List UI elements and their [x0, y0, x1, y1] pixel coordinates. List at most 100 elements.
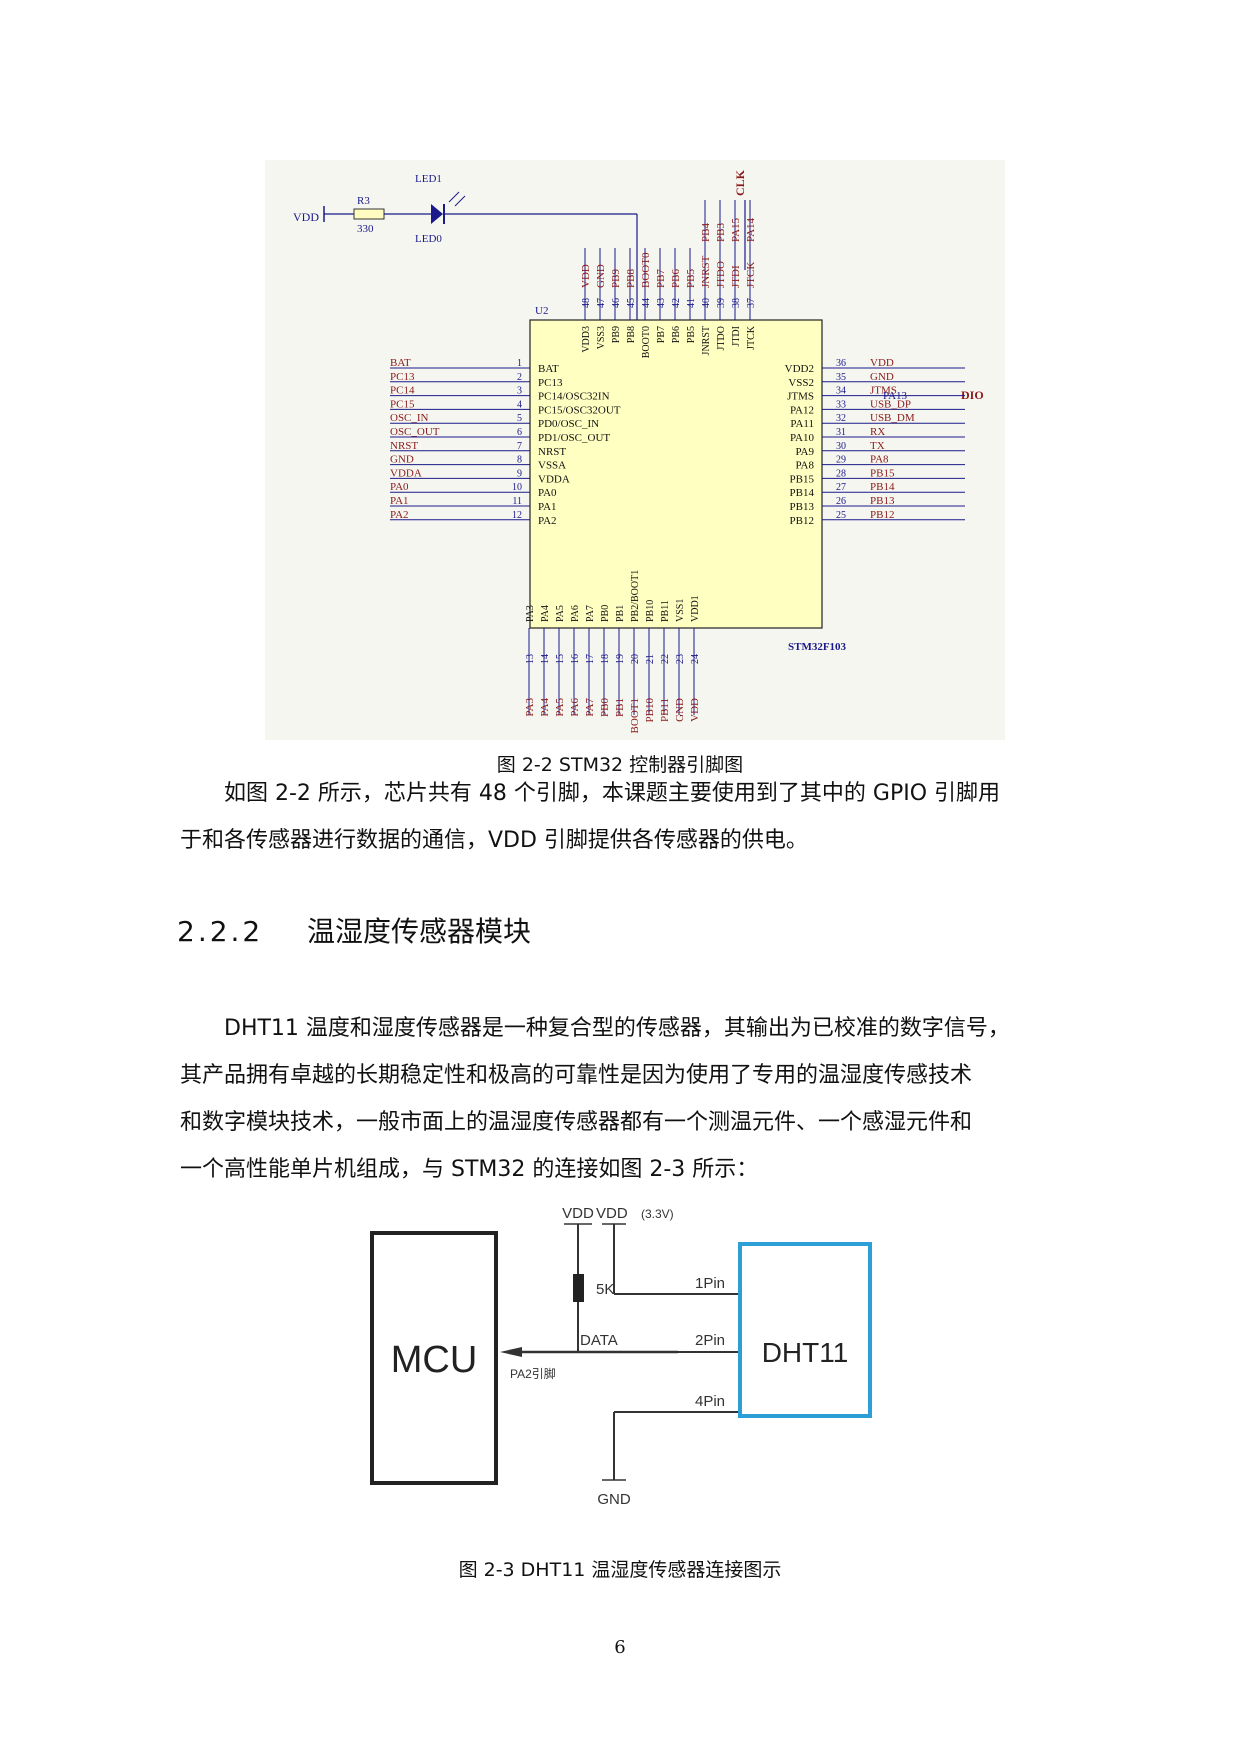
pin-number: 19 — [615, 654, 626, 664]
pin-number: 29 — [836, 455, 846, 466]
pin-name: VDD3 — [581, 326, 592, 353]
net-label: PB15 — [870, 467, 895, 479]
pin-name: PC15/OSC32OUT — [538, 404, 621, 416]
net-label: PB4 — [700, 223, 712, 242]
pin-number: 34 — [836, 386, 846, 397]
resistor-r3 — [353, 208, 385, 220]
pin-name: JTDO — [716, 326, 727, 350]
net-label: OSC_OUT — [390, 426, 440, 438]
pin4-label: 4Pin — [695, 1393, 725, 1410]
net-label: OSC_IN — [390, 412, 429, 424]
net-label: PC15 — [390, 398, 415, 410]
pin-name: PB0 — [600, 605, 611, 622]
pin-number: 39 — [716, 298, 727, 308]
net-label: USB_DM — [870, 412, 915, 424]
pin-number: 32 — [836, 413, 846, 424]
net-label: BAT — [390, 357, 411, 369]
resistor-label: 5K — [596, 1281, 614, 1298]
pin-number: 26 — [836, 496, 846, 507]
net-label: PB7 — [655, 269, 667, 288]
pin-number: 11 — [512, 496, 522, 507]
pin-number: 46 — [611, 298, 622, 308]
net-label: TX — [870, 440, 885, 452]
net-label: PA8 — [870, 454, 889, 466]
vdd-label: VDD — [562, 1205, 594, 1222]
pin-number: 22 — [660, 654, 671, 664]
stm32-pinout-figure: VDD R3 330 LED1 LED0 U2 STM32F103 CLK PA… — [265, 160, 1005, 740]
pin-number: 48 — [581, 298, 592, 308]
pin-number: 20 — [630, 654, 641, 664]
figure-2-3-caption: 图 2-3 DHT11 温湿度传感器连接图示 — [458, 1559, 782, 1581]
net-label: PA2 — [390, 509, 409, 521]
pin-name: BAT — [538, 363, 559, 375]
chip-ref: U2 — [535, 305, 548, 317]
pin-number: 9 — [517, 468, 522, 479]
pin-name: PD1/OSC_OUT — [538, 432, 610, 444]
pin-name: PC14/OSC32IN — [538, 391, 610, 403]
pin-name: JTDI — [731, 326, 742, 347]
pin-name: PB9 — [611, 326, 622, 343]
resistor-5k — [573, 1274, 584, 1302]
net-label: PA0 — [390, 481, 409, 493]
dht11-box — [738, 1242, 872, 1418]
net-label: PA1 — [390, 495, 409, 507]
pin-name: PA6 — [570, 605, 581, 622]
pin-number: 31 — [836, 427, 846, 438]
vdd-33-note: (3.3V) — [641, 1207, 674, 1221]
dht11-connection-figure: MCU VDD 5K DATA PA2引脚 2Pin VDD (3.3V) 1P… — [370, 1205, 872, 1508]
pin-number: 25 — [836, 510, 846, 521]
pin-name: PB15 — [790, 473, 815, 485]
pin-name: JNRST — [701, 326, 712, 355]
paragraph-line: 其产品拥有卓越的长期稳定性和极高的可靠性是因为使用了专用的温湿度传感技术 — [180, 1063, 973, 1088]
pin-number: 13 — [525, 654, 536, 664]
pin-name: VSS1 — [675, 599, 686, 622]
net-label: VDD — [689, 698, 701, 722]
pin-number: 21 — [645, 654, 656, 664]
pin-name: PB10 — [645, 600, 656, 622]
paragraph-line: DHT11 温度和湿度传感器是一种复合型的传感器，其输出为已校准的数字信号， — [224, 1016, 1010, 1041]
led-diode — [431, 204, 443, 224]
net-label: VDD — [580, 264, 592, 288]
pin2-label: 2Pin — [695, 1332, 725, 1349]
pin-name: VSSA — [538, 460, 566, 472]
net-label: NRST — [390, 440, 418, 452]
pin-name: PA5 — [555, 605, 566, 622]
pin-number: 47 — [596, 298, 607, 308]
net-label: PB9 — [610, 269, 622, 288]
led-label: LED0 — [415, 233, 442, 245]
paragraph-line: 于和各传感器进行数据的通信，VDD 引脚提供各传感器的供电。 — [180, 828, 808, 853]
pin-number: 42 — [671, 298, 682, 308]
pin-number: 10 — [512, 482, 522, 493]
pin-number: 8 — [517, 455, 522, 466]
figure-2-2-caption: 图 2-2 STM32 控制器引脚图 — [496, 754, 744, 776]
pin-number: 38 — [731, 298, 742, 308]
net-label: PA15 — [730, 217, 742, 242]
pin-number: 41 — [686, 298, 697, 308]
pin-name: PB5 — [686, 326, 697, 343]
net-label: PC13 — [390, 371, 415, 383]
pin-number: 16 — [570, 654, 581, 664]
net-label: BOOT1 — [629, 698, 641, 733]
clk-label: CLK — [733, 169, 747, 196]
net-label: PB1 — [614, 698, 626, 717]
pin-name: PB14 — [790, 487, 815, 499]
pin-number: 44 — [641, 298, 652, 308]
net-label: PA5 — [554, 698, 566, 717]
pin-number: 28 — [836, 468, 846, 479]
pin-number: 17 — [585, 654, 596, 664]
pin-name: VDD2 — [785, 363, 814, 375]
pin-number: 27 — [836, 482, 846, 493]
dht11-label: DHT11 — [762, 1337, 849, 1368]
pin-number: 24 — [690, 654, 701, 664]
pin-name: PB12 — [790, 515, 814, 527]
pin-number: 45 — [626, 298, 637, 308]
pin-number: 37 — [746, 298, 757, 308]
paragraph-intro: 如图 2-2 所示，芯片共有 48 个引脚，本课题主要使用到了其中的 GPIO … — [180, 770, 1102, 864]
pin-number: 35 — [836, 372, 846, 383]
pin-name: PA3 — [525, 605, 536, 622]
net-label: JTDO — [715, 261, 727, 288]
net-label: VDD — [870, 357, 894, 369]
pin-name: PB13 — [790, 501, 815, 513]
pin-name: VSS3 — [596, 326, 607, 349]
